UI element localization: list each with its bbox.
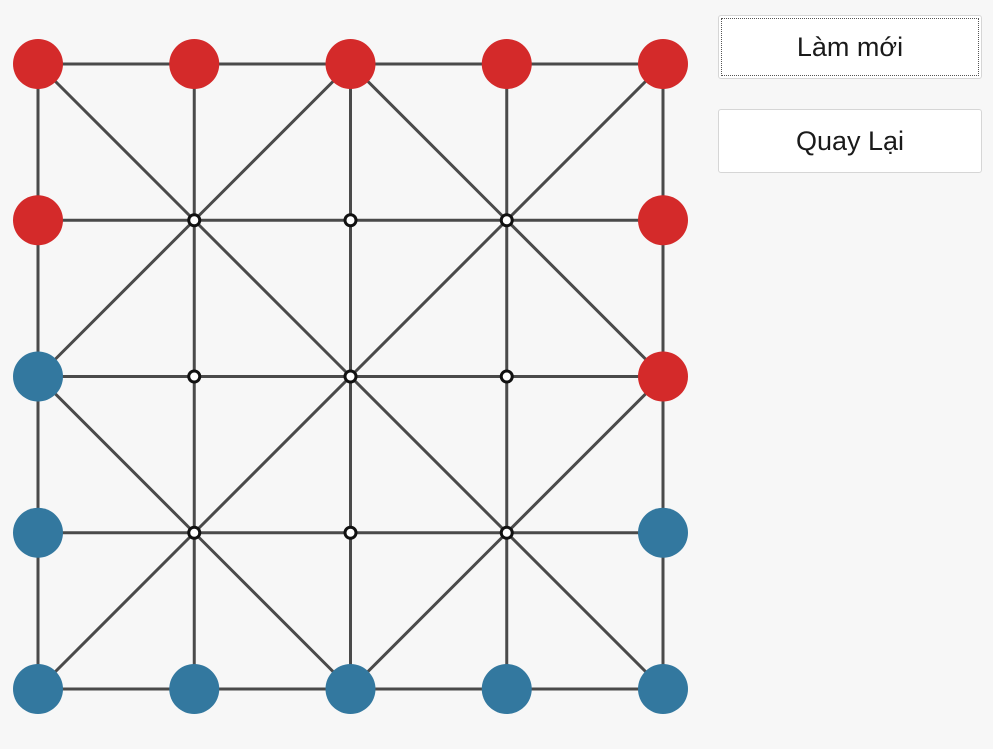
refresh-button[interactable]: Làm mới (718, 15, 982, 79)
board-line-diagonal (193, 531, 352, 691)
blue-piece[interactable] (481, 664, 532, 714)
board-line-diagonal (349, 375, 508, 534)
red-piece[interactable] (638, 195, 688, 246)
red-piece[interactable] (638, 39, 688, 89)
blue-piece[interactable] (13, 507, 63, 558)
board-lines (36, 62, 665, 691)
board-line-diagonal (505, 62, 665, 222)
board-line-diagonal (349, 531, 508, 691)
board-line-diagonal (193, 375, 352, 534)
empty-point[interactable] (343, 213, 358, 228)
board-line-diagonal (349, 62, 508, 222)
board-line-diagonal (505, 219, 665, 378)
board-line-diagonal (36, 62, 196, 222)
blue-piece[interactable] (13, 351, 63, 402)
empty-point[interactable] (343, 369, 358, 384)
blue-piece[interactable] (638, 664, 688, 714)
empty-point[interactable] (343, 525, 358, 540)
blue-piece[interactable] (13, 664, 63, 714)
empty-point[interactable] (499, 525, 514, 540)
board-points (13, 39, 688, 714)
red-piece[interactable] (13, 39, 63, 89)
blue-piece[interactable] (638, 507, 688, 558)
board-line-diagonal (193, 62, 352, 222)
back-button[interactable]: Quay Lại (718, 109, 982, 173)
red-piece[interactable] (638, 351, 688, 402)
board-line-diagonal (349, 219, 508, 378)
empty-point[interactable] (187, 525, 202, 540)
board-line-diagonal (36, 531, 196, 691)
board-line-diagonal (193, 219, 352, 378)
board-line-diagonal (36, 375, 196, 534)
red-piece[interactable] (13, 195, 63, 246)
board-line-diagonal (36, 219, 196, 378)
red-piece[interactable] (481, 39, 532, 89)
board-line-diagonal (505, 531, 665, 691)
empty-point[interactable] (187, 369, 202, 384)
empty-point[interactable] (499, 369, 514, 384)
board-line-diagonal (505, 375, 665, 534)
empty-point[interactable] (499, 213, 514, 228)
red-piece[interactable] (169, 39, 220, 89)
blue-piece[interactable] (325, 664, 376, 714)
empty-point[interactable] (187, 213, 202, 228)
red-piece[interactable] (325, 39, 376, 89)
blue-piece[interactable] (169, 664, 220, 714)
game-board (13, 39, 688, 714)
